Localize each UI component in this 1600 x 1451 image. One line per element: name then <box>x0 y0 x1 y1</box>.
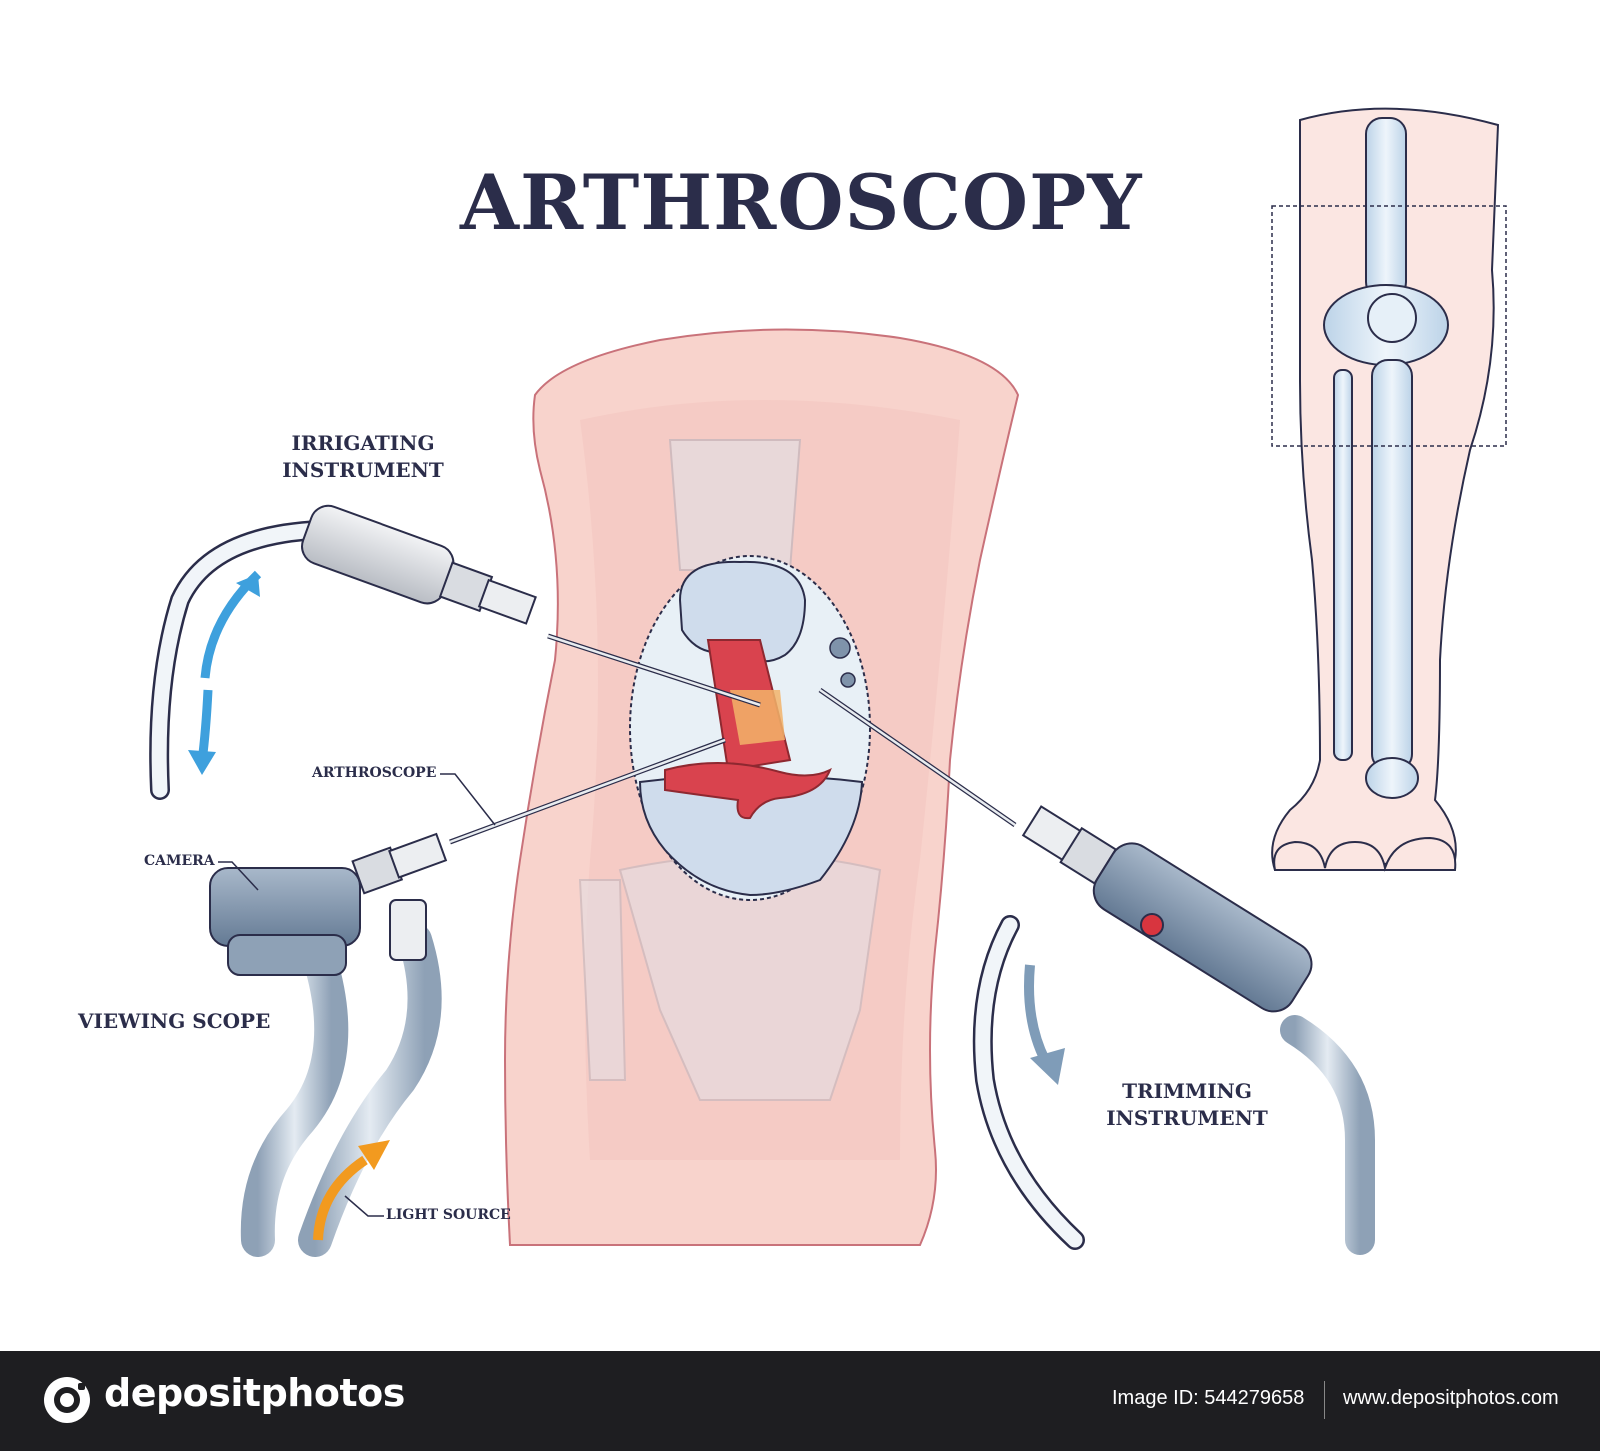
light-source-label: LIGHT SOURCE <box>386 1207 511 1223</box>
knee-main <box>503 328 1020 1246</box>
foot-toes <box>1273 836 1457 872</box>
camera-leader <box>218 861 259 891</box>
arthroscope-leader <box>440 773 496 826</box>
trimming-handle <box>1092 842 1313 1013</box>
light-source-arrow <box>313 1155 368 1241</box>
irrigating-collar <box>477 578 537 625</box>
trimming-shaft-inner <box>819 688 1016 827</box>
camera-cable <box>240 943 349 1257</box>
label-leaders <box>218 773 496 1217</box>
trimming-arrow <box>1024 964 1050 1063</box>
fibula-ghost <box>578 879 627 1081</box>
label-line: IRRIGATING <box>291 431 435 455</box>
arthroscopy-illustration <box>149 107 1507 1257</box>
diagram-canvas: ARTHROSCOPY IRRIGATING INSTRUMENT ARTHRO… <box>78 107 1507 1257</box>
femur-bone <box>1365 117 1407 299</box>
ligament-highlight <box>730 690 785 745</box>
arthroscope-shaft-inner <box>449 738 726 844</box>
stock-footer-bar: depositphotos Image ID: 544279658 www.de… <box>0 1351 1600 1451</box>
image-id-text: Image ID: 544279658 <box>1112 1387 1305 1409</box>
trimming-power-button <box>1140 913 1164 937</box>
diagram-title: ARTHROSCOPY <box>460 158 1143 247</box>
trimming-power-cable <box>1280 1015 1375 1255</box>
label-line: INSTRUMENT <box>1106 1106 1268 1130</box>
viewing-scope-label: VIEWING SCOPE <box>78 1009 271 1033</box>
irrigation-arrow <box>236 574 260 597</box>
trimming-instrument <box>818 687 1375 1255</box>
meniscus <box>664 761 832 820</box>
footer-divider <box>1324 1381 1325 1419</box>
leg-inset <box>1271 107 1507 872</box>
cartilage-fragment <box>829 637 851 659</box>
irrigation-arrow <box>188 750 216 775</box>
irrigating-instrument <box>149 504 761 800</box>
arthroscope-label: ARTHROSCOPE <box>312 765 437 781</box>
website-link[interactable]: www.depositphotos.com <box>1343 1387 1559 1409</box>
camera-label: CAMERA <box>144 853 215 869</box>
trimming-suction-tube-inner <box>975 917 1083 1248</box>
fibula-bone <box>1333 369 1353 761</box>
arthroscope-coupler <box>388 832 448 879</box>
label-line: TRIMMING <box>1122 1079 1252 1103</box>
irrigating-handle <box>301 504 455 605</box>
knee-focus-box <box>1271 205 1507 447</box>
trimming-arrow <box>1030 1048 1065 1085</box>
ankle-bone <box>1365 757 1419 799</box>
patella-bone <box>1367 293 1417 343</box>
light-port <box>389 899 427 961</box>
femur-ghost <box>668 439 802 571</box>
cartilage-fragment <box>840 672 856 688</box>
brand-name: depositphotos <box>104 1371 405 1415</box>
light-source-leader <box>344 1195 384 1217</box>
label-line: INSTRUMENT <box>282 458 444 482</box>
irrigating-shaft-inner <box>547 634 761 707</box>
light-source-arrow <box>358 1140 390 1170</box>
irrigating-tube-inner <box>151 522 328 798</box>
trimming-instrument-label: TRIMMING INSTRUMENT <box>1092 1078 1282 1132</box>
irrigating-tube <box>149 520 330 800</box>
irrigating-instrument-label: IRRIGATING INSTRUMENT <box>268 430 458 484</box>
tibia-bone <box>1371 359 1413 771</box>
viewing-scope <box>209 737 726 1257</box>
camera-neck <box>227 934 347 976</box>
depositphotos-logo-icon <box>44 1377 90 1423</box>
